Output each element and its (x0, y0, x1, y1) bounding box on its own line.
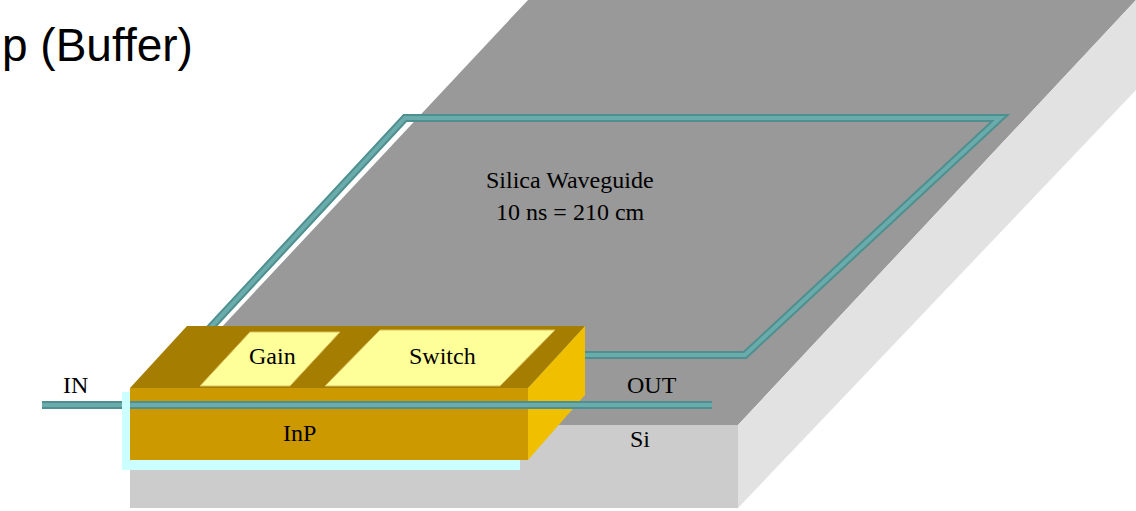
io-waveguide-core (42, 403, 712, 407)
chip-top (130, 326, 585, 388)
substrate-side (738, 0, 1136, 508)
waveguide-loop-core (185, 118, 1000, 355)
inp-chip: InP Gain Switch (115, 320, 590, 475)
switch-section: Switch (325, 330, 555, 386)
contact-pad (200, 332, 340, 386)
input-port: IN (63, 372, 88, 400)
contact-pad (325, 330, 555, 386)
gain-section: Gain (200, 332, 340, 386)
substrate-label: Si (630, 426, 650, 454)
slide-title: p (Buffer) (2, 20, 193, 71)
part-name: Gain (249, 343, 296, 371)
part-name: InP (283, 420, 316, 448)
io-waveguide (42, 401, 712, 409)
io-waveguide (130, 401, 585, 409)
chip-front (130, 388, 528, 460)
waveguide-name: Silica Waveguide (486, 167, 654, 195)
output-port: OUT (627, 372, 676, 400)
waveguide-loop (185, 118, 1000, 355)
part-name: Switch (409, 343, 476, 371)
io-waveguide-core (130, 403, 585, 407)
delay-length: 10 ns = 210 cm (496, 199, 644, 227)
